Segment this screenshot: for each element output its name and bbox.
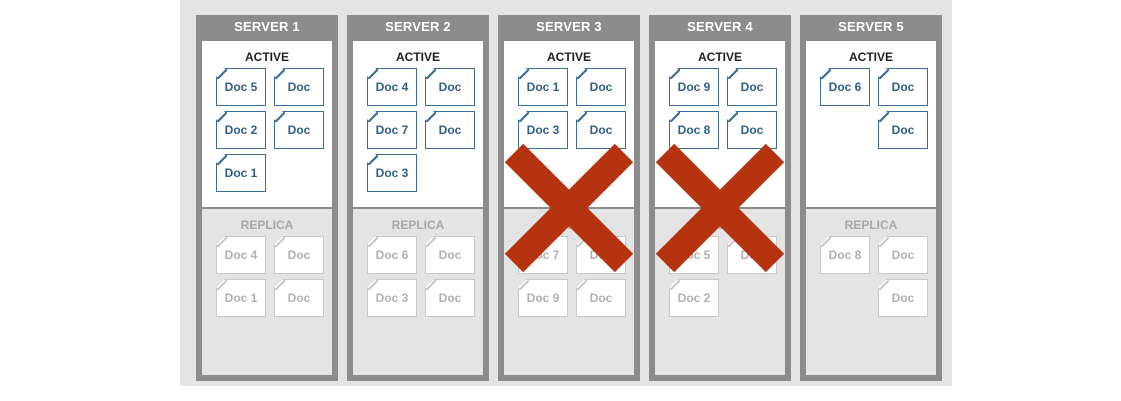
active-doc-icon: Doc 1 — [216, 154, 266, 192]
server-title: SERVER 3 — [536, 19, 602, 34]
active-label: ACTIVE — [848, 50, 893, 64]
replica-doc-icon: Doc — [274, 279, 324, 317]
replica-doc-icon: Doc 1 — [216, 279, 266, 317]
server-title: SERVER 2 — [385, 19, 451, 34]
server-title: SERVER 1 — [234, 19, 300, 34]
replica-label: REPLICA — [240, 218, 294, 232]
active-doc-icon: Doc 4 — [367, 68, 417, 106]
active-doc-icon: Doc — [727, 68, 777, 106]
active-doc-icon: Doc 5 — [216, 68, 266, 106]
active-label: ACTIVE — [395, 50, 440, 64]
active-label: ACTIVE — [546, 50, 591, 64]
replica-label: REPLICA — [844, 218, 898, 232]
active-label: ACTIVE — [697, 50, 742, 64]
cross-stroke — [504, 143, 634, 273]
active-doc-icon: Doc 3 — [367, 154, 417, 192]
active-doc-icon: Doc — [274, 111, 324, 149]
replica-doc-icon: Doc — [878, 279, 928, 317]
replica-doc-icon: Doc — [425, 236, 475, 274]
replica-doc-icon: Doc 4 — [216, 236, 266, 274]
cross-stroke — [655, 143, 785, 273]
replica-doc-icon: Doc — [576, 279, 626, 317]
active-doc-icon: Doc 9 — [669, 68, 719, 106]
replica-doc-icon: Doc — [425, 279, 475, 317]
replica-doc-icon: Doc 3 — [367, 279, 417, 317]
active-doc-icon: Doc — [576, 68, 626, 106]
active-doc-icon: Doc 1 — [518, 68, 568, 106]
replica-label: REPLICA — [391, 218, 445, 232]
active-label: ACTIVE — [244, 50, 289, 64]
active-doc-icon: Doc 2 — [216, 111, 266, 149]
active-doc-icon: Doc 3 — [518, 111, 568, 149]
server-title: SERVER 4 — [687, 19, 753, 34]
replica-doc-icon: Doc 6 — [367, 236, 417, 274]
active-doc-icon: Doc 7 — [367, 111, 417, 149]
active-doc-icon: Doc — [727, 111, 777, 149]
active-doc-icon: Doc — [878, 111, 928, 149]
active-doc-icon: Doc 8 — [669, 111, 719, 149]
active-doc-icon: Doc 6 — [820, 68, 870, 106]
active-doc-icon: Doc — [878, 68, 928, 106]
red-x-icon — [504, 143, 634, 273]
red-x-icon — [655, 143, 785, 273]
active-doc-icon: Doc — [274, 68, 324, 106]
replica-doc-icon: Doc 8 — [820, 236, 870, 274]
active-doc-icon: Doc — [425, 111, 475, 149]
replica-doc-icon: Doc — [878, 236, 928, 274]
active-doc-icon: Doc — [425, 68, 475, 106]
replica-doc-icon: Doc — [274, 236, 324, 274]
server-title: SERVER 5 — [838, 19, 904, 34]
active-doc-icon: Doc — [576, 111, 626, 149]
replica-doc-icon: Doc 9 — [518, 279, 568, 317]
replica-doc-icon: Doc 2 — [669, 279, 719, 317]
